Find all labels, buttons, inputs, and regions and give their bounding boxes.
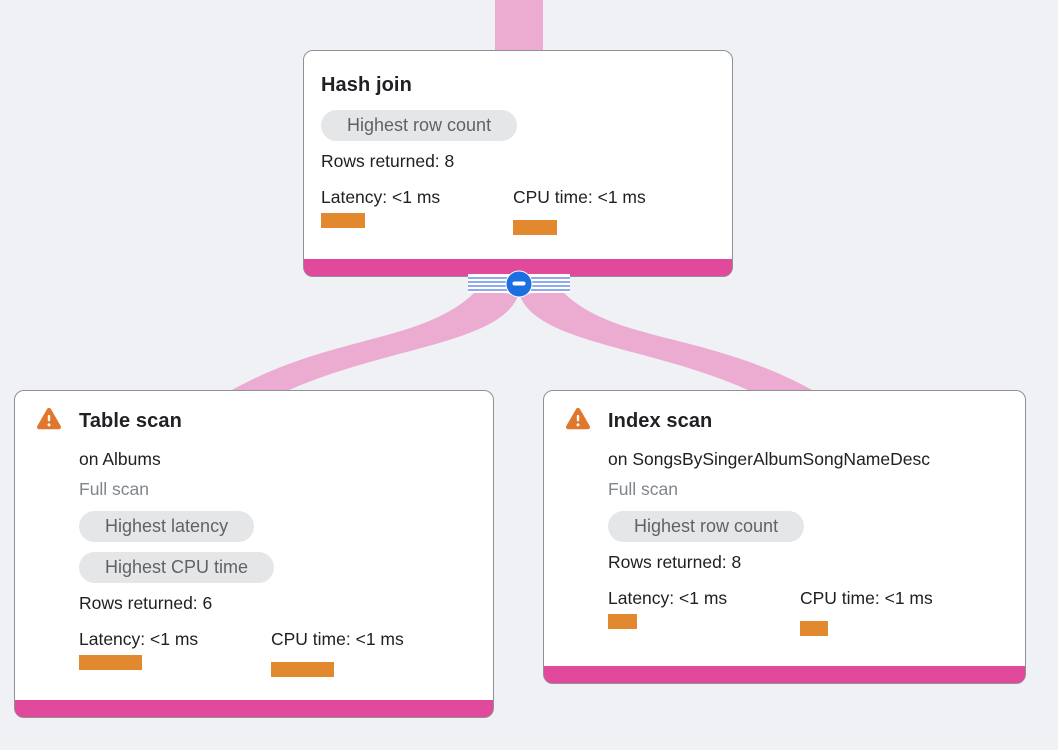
scan-type-text: Full scan — [79, 479, 150, 499]
node-accent-bar — [15, 700, 493, 717]
node-card-table-scan[interactable]: Table scan on Albums Full scan Highest l… — [14, 390, 494, 718]
latency-bar — [321, 213, 365, 228]
badge-highest-row-count: Highest row count — [608, 511, 805, 542]
badge-highest-row-count: Highest row count — [321, 110, 518, 141]
metrics-row: Latency: <1 ms CPU time: <1 ms — [321, 186, 720, 235]
minus-icon — [512, 281, 526, 286]
latency-metric: Latency: <1 ms — [79, 628, 271, 670]
latency-label: Latency: <1 ms — [79, 629, 199, 649]
cpu-time-bar — [513, 220, 557, 235]
node-card-hash-join[interactable]: Hash join Highest row count Rows returne… — [303, 50, 733, 277]
latency-metric: Latency: <1 ms — [608, 587, 800, 629]
cpu-time-bar — [800, 621, 828, 636]
edge-to-parent — [495, 0, 543, 52]
cpu-metric: CPU time: <1 ms — [800, 587, 933, 636]
latency-bar — [608, 614, 637, 629]
warning-icon — [566, 407, 590, 430]
collapse-children-button[interactable] — [505, 270, 533, 297]
node-title: Table scan — [79, 410, 182, 432]
edge-collapse-control — [468, 270, 570, 297]
latency-label: Latency: <1 ms — [608, 588, 728, 608]
metrics-row: Latency: <1 ms CPU time: <1 ms — [608, 587, 1013, 636]
cpu-time-label: CPU time: <1 ms — [800, 588, 933, 608]
badge-highest-cpu-time: Highest CPU time — [79, 552, 275, 583]
latency-bar — [79, 655, 142, 670]
cpu-time-label: CPU time: <1 ms — [271, 629, 404, 649]
scan-type-text: Full scan — [608, 479, 679, 499]
cpu-time-label: CPU time: <1 ms — [513, 187, 646, 207]
latency-metric: Latency: <1 ms — [321, 186, 513, 228]
rows-returned-text: Rows returned: 8 — [321, 151, 455, 171]
latency-label: Latency: <1 ms — [321, 187, 441, 207]
rows-returned-text: Rows returned: 8 — [608, 552, 742, 572]
edge-hashjoin-to-tablescan — [230, 287, 518, 391]
node-accent-bar — [304, 259, 732, 276]
cpu-metric: CPU time: <1 ms — [513, 186, 646, 235]
rows-returned-text: Rows returned: 6 — [79, 593, 213, 613]
scan-target-text: on SongsBySingerAlbumSongNameDesc — [608, 449, 930, 469]
node-title: Hash join — [321, 74, 412, 96]
node-accent-bar — [544, 666, 1025, 683]
edge-hashjoin-to-indexscan — [520, 287, 814, 391]
warning-icon — [37, 407, 61, 430]
node-card-index-scan[interactable]: Index scan on SongsBySingerAlbumSongName… — [543, 390, 1026, 684]
cpu-time-bar — [271, 662, 334, 677]
node-title: Index scan — [608, 410, 713, 432]
metrics-row: Latency: <1 ms CPU time: <1 ms — [79, 628, 481, 677]
scan-target-text: on Albums — [79, 449, 161, 469]
badge-highest-latency: Highest latency — [79, 511, 255, 542]
cpu-metric: CPU time: <1 ms — [271, 628, 404, 677]
